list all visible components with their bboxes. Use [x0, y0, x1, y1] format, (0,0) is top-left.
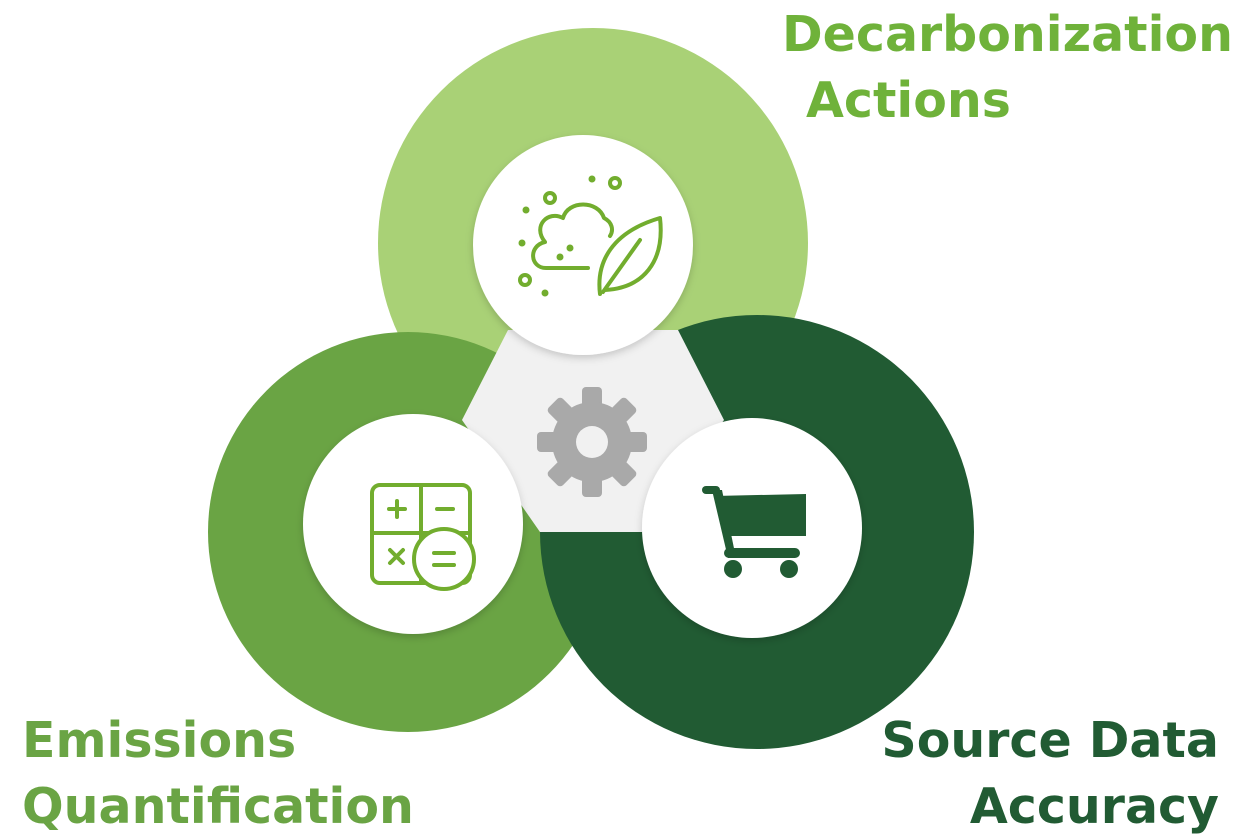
- leaf-cloud-icon: [518, 175, 663, 297]
- label-emissions-quantification: Emissions Quantification: [22, 708, 414, 840]
- label-line: Emissions: [22, 712, 297, 769]
- label-line: Quantification: [22, 778, 414, 835]
- gear-icon: [537, 387, 647, 497]
- calculator-icon: [370, 483, 476, 591]
- label-source-data-accuracy: Source Data Accuracy: [881, 708, 1219, 840]
- shopping-cart-icon: [702, 486, 806, 578]
- label-line: Actions: [806, 72, 1011, 129]
- label-line: Accuracy: [969, 778, 1219, 835]
- inner-circle-top: [473, 135, 693, 355]
- label-decarbonization-actions: Decarbonization Actions: [782, 2, 1233, 134]
- label-line: Decarbonization: [782, 6, 1233, 63]
- inner-circle-left: [303, 414, 523, 634]
- label-line: Source Data: [881, 712, 1219, 769]
